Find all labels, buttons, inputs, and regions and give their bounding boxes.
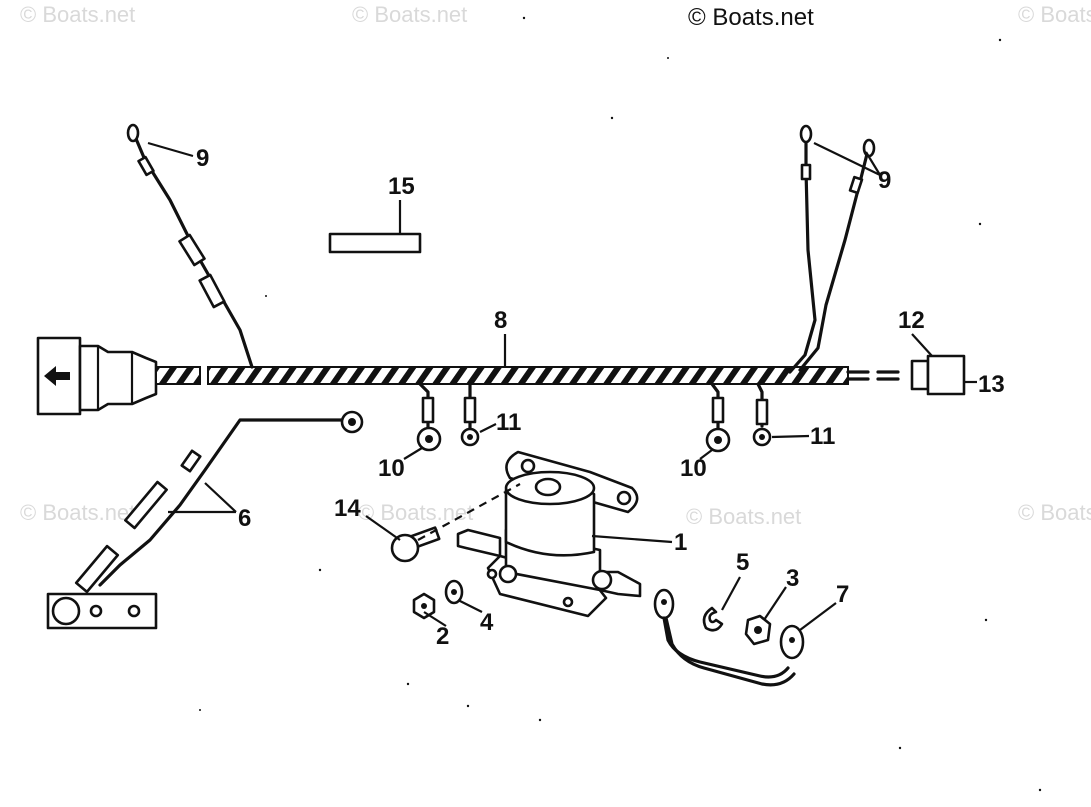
watermark: © Boats.net [352, 2, 468, 27]
watermark: © Boats.net [686, 504, 802, 529]
watermark: © Boats.net [358, 500, 474, 525]
left-branch-lead [126, 123, 254, 369]
callout-5: 5 [736, 549, 749, 576]
tape-strip [328, 232, 422, 254]
callout-11-left: 11 [496, 409, 521, 436]
ground-lead [46, 410, 364, 630]
small-hardware [390, 526, 772, 646]
copyright-notice: © Boats.net [688, 4, 814, 31]
callout-2: 2 [436, 623, 449, 650]
callout-13: 13 [978, 371, 1005, 398]
callout-15: 15 [388, 173, 415, 200]
callout-14: 14 [334, 495, 361, 522]
jumper-lead [653, 588, 805, 687]
arrow-icon [44, 366, 70, 386]
callout-3: 3 [786, 565, 799, 592]
watermark: © Boats.net [20, 500, 136, 525]
callout-11-right: 11 [810, 423, 835, 450]
callout-10-right: 10 [680, 455, 707, 482]
callout-9-left: 9 [196, 145, 209, 172]
callout-4: 4 [480, 609, 494, 636]
main-wire-harness [155, 366, 900, 385]
ring-terminal-leads [416, 382, 772, 453]
callout-9-right: 9 [878, 167, 891, 194]
scan-specks [199, 16, 1042, 792]
callout-7: 7 [836, 581, 849, 608]
watermark: © Boats.net [20, 2, 136, 27]
callout-8: 8 [494, 307, 507, 334]
callout-labels: 9 9 15 8 12 13 11 11 10 10 6 14 1 5 3 7 … [196, 145, 1005, 650]
callout-6: 6 [238, 505, 251, 532]
harness-plug-connector [36, 336, 158, 416]
callout-10-left: 10 [378, 455, 405, 482]
starter-solenoid [456, 450, 642, 618]
watermark: © Boats.net [1018, 500, 1091, 525]
callout-12: 12 [898, 307, 925, 334]
watermark: © Boats.net [1018, 2, 1091, 27]
callout-1: 1 [674, 529, 687, 556]
leader-lines [147, 141, 977, 631]
bullet-connector [910, 354, 966, 396]
right-branch-leads [788, 124, 876, 374]
